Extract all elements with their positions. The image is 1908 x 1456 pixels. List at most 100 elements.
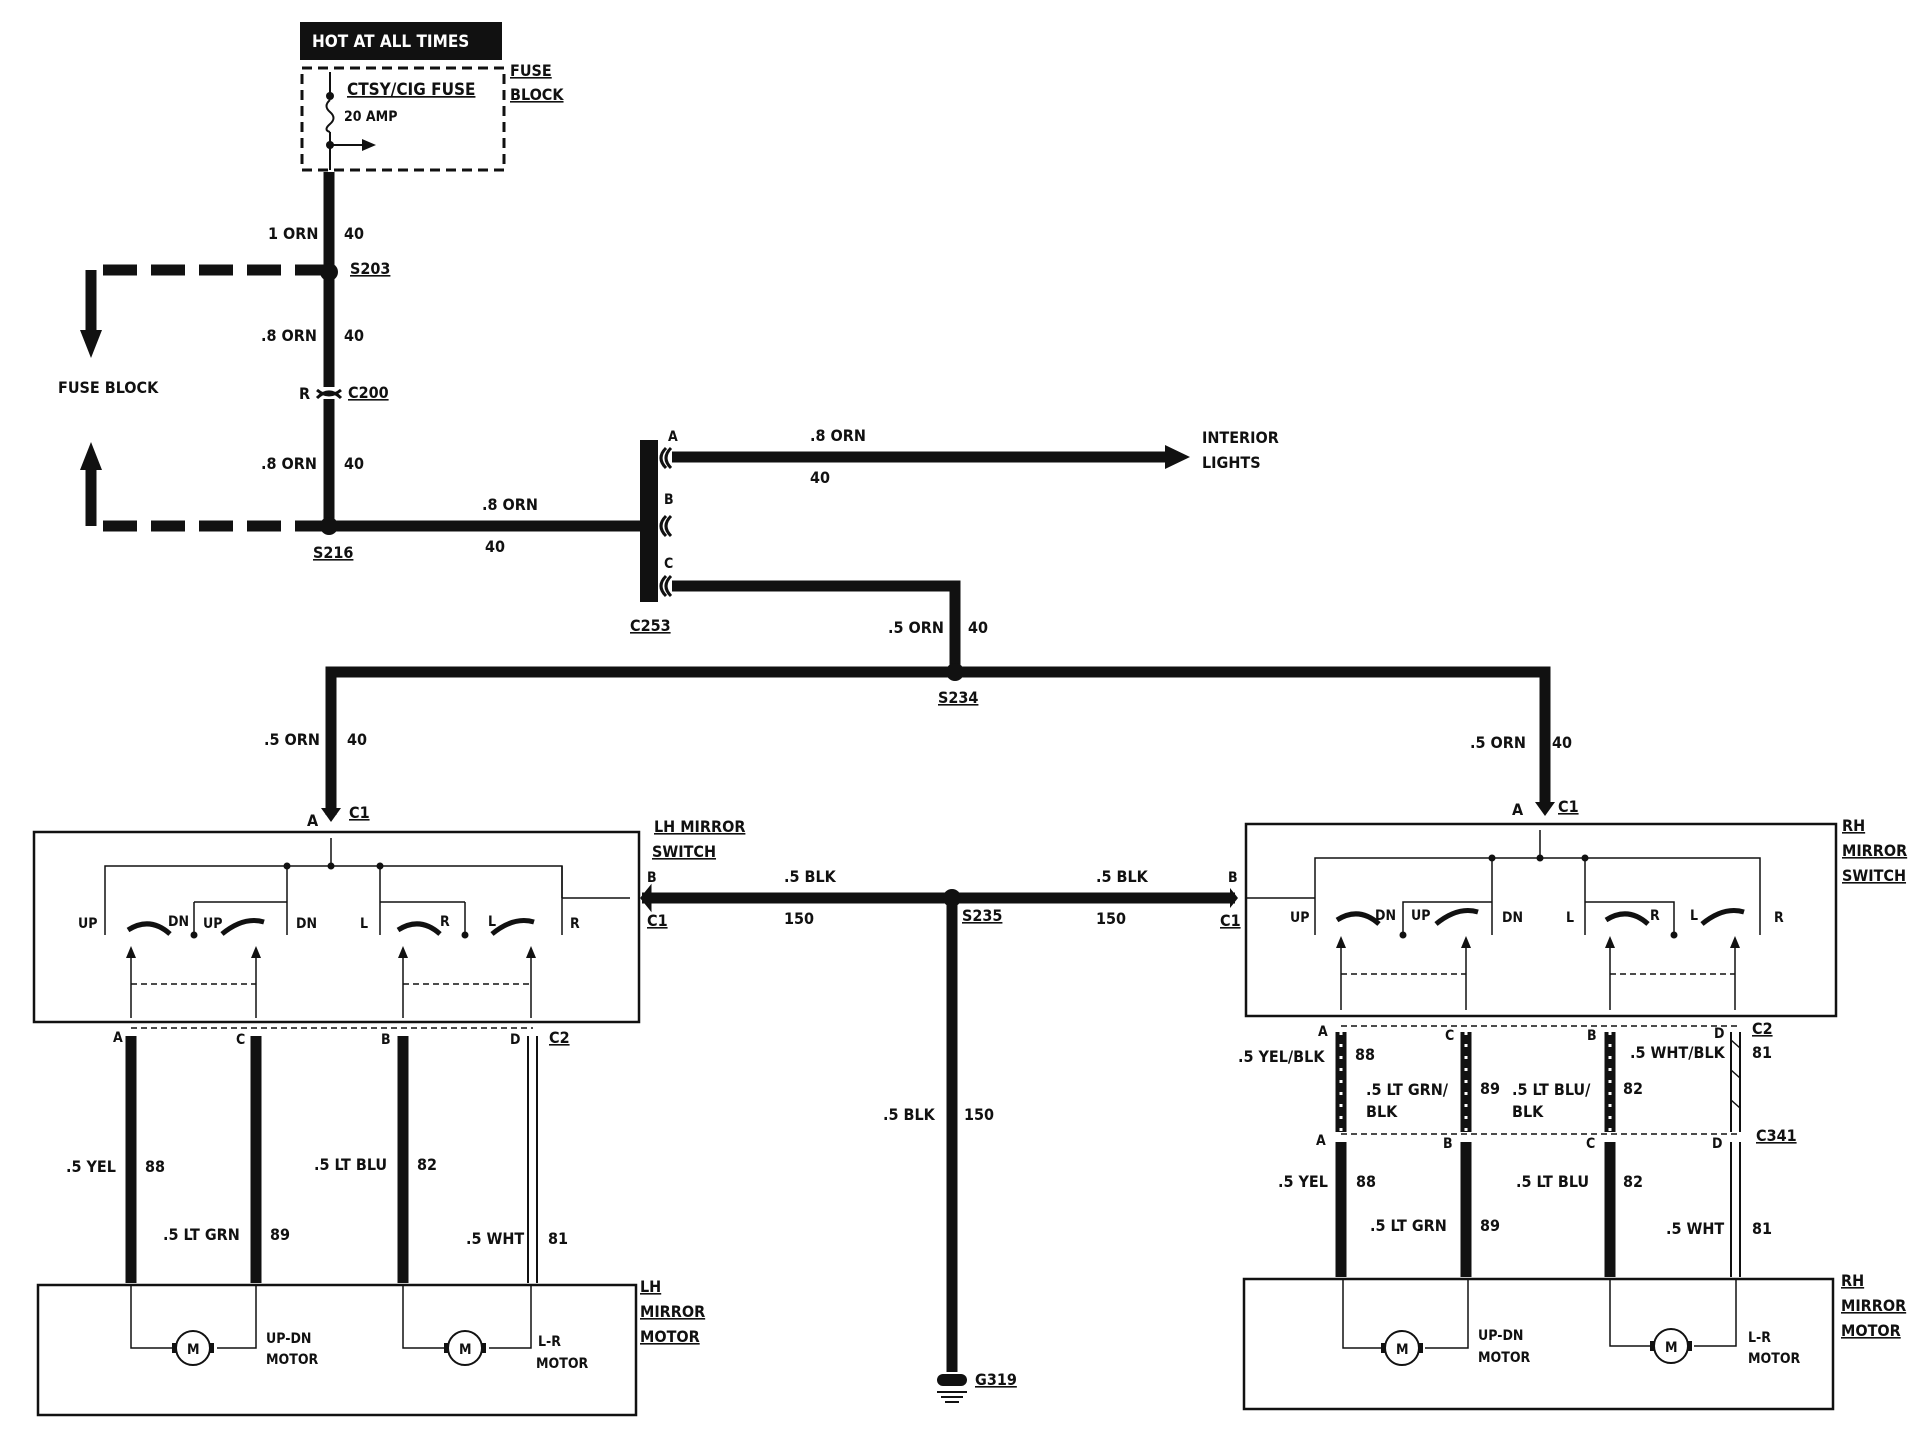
svg-text:.5 YEL: .5 YEL — [1278, 1172, 1328, 1191]
hot-banner-text: HOT AT ALL TIMES — [312, 32, 469, 52]
svg-text:A: A — [668, 429, 678, 445]
svg-text:SWITCH: SWITCH — [1842, 866, 1906, 885]
svg-text:RH: RH — [1842, 816, 1865, 835]
svg-text:D: D — [510, 1032, 520, 1048]
svg-text:UP-DN: UP-DN — [266, 1331, 311, 1347]
hot-at-all-times-banner — [300, 22, 502, 60]
svg-text:.5 LT GRN/: .5 LT GRN/ — [1366, 1080, 1449, 1099]
svg-text:.5 ORN: .5 ORN — [888, 618, 944, 637]
s216-to-c253: .8 ORN 40 — [329, 495, 648, 556]
svg-text:C2: C2 — [1752, 1019, 1773, 1038]
svg-text:.5 LT BLU: .5 LT BLU — [314, 1155, 387, 1174]
svg-text:C: C — [1445, 1028, 1454, 1044]
svg-text:82: 82 — [1623, 1172, 1643, 1191]
svg-text:.5 LT BLU/: .5 LT BLU/ — [1512, 1080, 1591, 1099]
svg-text:.5 ORN: .5 ORN — [264, 730, 320, 749]
fuse-rating: 20 AMP — [344, 109, 397, 125]
svg-text:BLK: BLK — [1366, 1102, 1398, 1121]
svg-text:.5 LT BLU: .5 LT BLU — [1516, 1172, 1589, 1191]
lh-mirror-motor: LH MIRROR MOTOR M UP-DN MOTOR M L-R MOTO… — [36, 1277, 705, 1417]
svg-text:40: 40 — [485, 537, 505, 556]
fuse-block-branch: FUSE BLOCK — [58, 264, 329, 532]
interior-lights-circuit: .8 ORN 40 INTERIOR LIGHTS — [672, 426, 1279, 487]
svg-text:.8 ORN: .8 ORN — [482, 495, 538, 514]
svg-text:150: 150 — [964, 1105, 994, 1124]
svg-text:C1: C1 — [1558, 797, 1579, 816]
fuse-name: CTSY/CIG FUSE — [347, 80, 475, 100]
svg-text:40: 40 — [344, 326, 364, 345]
svg-text:40: 40 — [1552, 733, 1572, 752]
svg-text:L-R: L-R — [538, 1334, 561, 1350]
svg-text:DN: DN — [1502, 910, 1523, 926]
svg-text:40: 40 — [968, 618, 988, 637]
rh-mirror-motor: RH MIRROR MOTOR M UP-DN MOTOR M L-R MOTO… — [1242, 1271, 1906, 1411]
svg-text:C341: C341 — [1756, 1126, 1797, 1145]
svg-text:.8 ORN: .8 ORN — [810, 426, 866, 445]
svg-text:.5 WHT: .5 WHT — [1666, 1219, 1724, 1238]
svg-text:89: 89 — [1480, 1216, 1500, 1235]
svg-text:BLK: BLK — [1512, 1102, 1544, 1121]
rh-harness: A C B D C2 A B C D C341 .5 YEL/BLK 88 .5… — [1238, 1019, 1797, 1277]
svg-text:B: B — [1587, 1028, 1597, 1044]
svg-text:INTERIOR: INTERIOR — [1202, 428, 1279, 447]
svg-text:MIRROR: MIRROR — [1842, 841, 1907, 860]
svg-text:.5 BLK: .5 BLK — [1096, 867, 1149, 886]
main-feed: R C200 1 ORN 40 S203 .8 ORN 40 .8 ORN 40… — [261, 172, 390, 562]
svg-text:DN: DN — [296, 916, 317, 932]
fuse-block-branch-label: FUSE BLOCK — [58, 378, 159, 397]
svg-text:MIRROR: MIRROR — [640, 1302, 705, 1321]
lh-harness: A C B D C2 .5 YEL 88 .5 LT GRN 89 .5 LT … — [66, 1028, 570, 1283]
svg-text:82: 82 — [417, 1155, 437, 1174]
svg-text:UP: UP — [1290, 910, 1309, 926]
fuse-block-outline — [300, 66, 506, 172]
svg-text:M: M — [187, 1342, 200, 1358]
svg-text:.5 BLK: .5 BLK — [784, 867, 837, 886]
svg-text:MOTOR: MOTOR — [1748, 1351, 1801, 1367]
svg-text:.5 WHT/BLK: .5 WHT/BLK — [1630, 1043, 1726, 1062]
ground-circuit: .5 BLK 150 .5 BLK 150 S235 .5 BLK 150 G3… — [640, 867, 1238, 1403]
svg-text:A: A — [1316, 1133, 1326, 1149]
svg-text:MOTOR: MOTOR — [640, 1327, 700, 1346]
svg-text:A: A — [113, 1030, 123, 1046]
svg-text:C: C — [236, 1032, 245, 1048]
svg-text:89: 89 — [270, 1225, 290, 1244]
fuse-block-label-2: BLOCK — [510, 85, 564, 104]
svg-text:B: B — [381, 1032, 391, 1048]
splice-s203-label: S203 — [350, 259, 390, 278]
svg-text:DN: DN — [1375, 908, 1396, 924]
svg-text:89: 89 — [1480, 1079, 1500, 1098]
svg-text:R: R — [570, 916, 580, 932]
rh-mirror-switch: RH MIRROR SWITCH B C1 UP DN UP DN L R L … — [1220, 816, 1907, 1027]
svg-text:C1: C1 — [1220, 911, 1241, 930]
svg-text:M: M — [1396, 1342, 1409, 1358]
svg-text:UP-DN: UP-DN — [1478, 1328, 1523, 1344]
arrow-right-icon — [362, 139, 376, 151]
svg-text:C: C — [664, 556, 673, 572]
svg-text:.5 LT GRN: .5 LT GRN — [1370, 1216, 1447, 1235]
ground-g319-label: G319 — [975, 1370, 1017, 1389]
svg-text:MOTOR: MOTOR — [266, 1352, 319, 1368]
svg-text:40: 40 — [810, 468, 830, 487]
svg-text:M: M — [1665, 1340, 1678, 1356]
fuse-block: HOT AT ALL TIMES CTSY/CIG FUSE 20 AMP FU… — [300, 22, 564, 172]
c253-to-s234: .5 ORN 40 S234 — [672, 580, 988, 707]
svg-text:.5 LT GRN: .5 LT GRN — [163, 1225, 240, 1244]
svg-text:81: 81 — [1752, 1043, 1772, 1062]
svg-text:R: R — [1650, 908, 1660, 924]
svg-text:.8 ORN: .8 ORN — [261, 454, 317, 473]
svg-text:40: 40 — [344, 224, 364, 243]
svg-text:LH MIRROR: LH MIRROR — [654, 817, 745, 836]
svg-text:L: L — [360, 916, 368, 932]
svg-text:B: B — [647, 870, 657, 886]
svg-text:A: A — [1512, 800, 1524, 819]
svg-text:MOTOR: MOTOR — [1841, 1321, 1901, 1340]
svg-text:UP: UP — [203, 916, 222, 932]
svg-text:SWITCH: SWITCH — [652, 842, 716, 861]
splice-s216-label: S216 — [313, 543, 353, 562]
svg-text:M: M — [459, 1342, 472, 1358]
svg-text:C: C — [1586, 1136, 1595, 1152]
svg-text:.5 ORN: .5 ORN — [1470, 733, 1526, 752]
svg-text:LH: LH — [640, 1277, 661, 1296]
svg-text:C253: C253 — [630, 616, 671, 635]
